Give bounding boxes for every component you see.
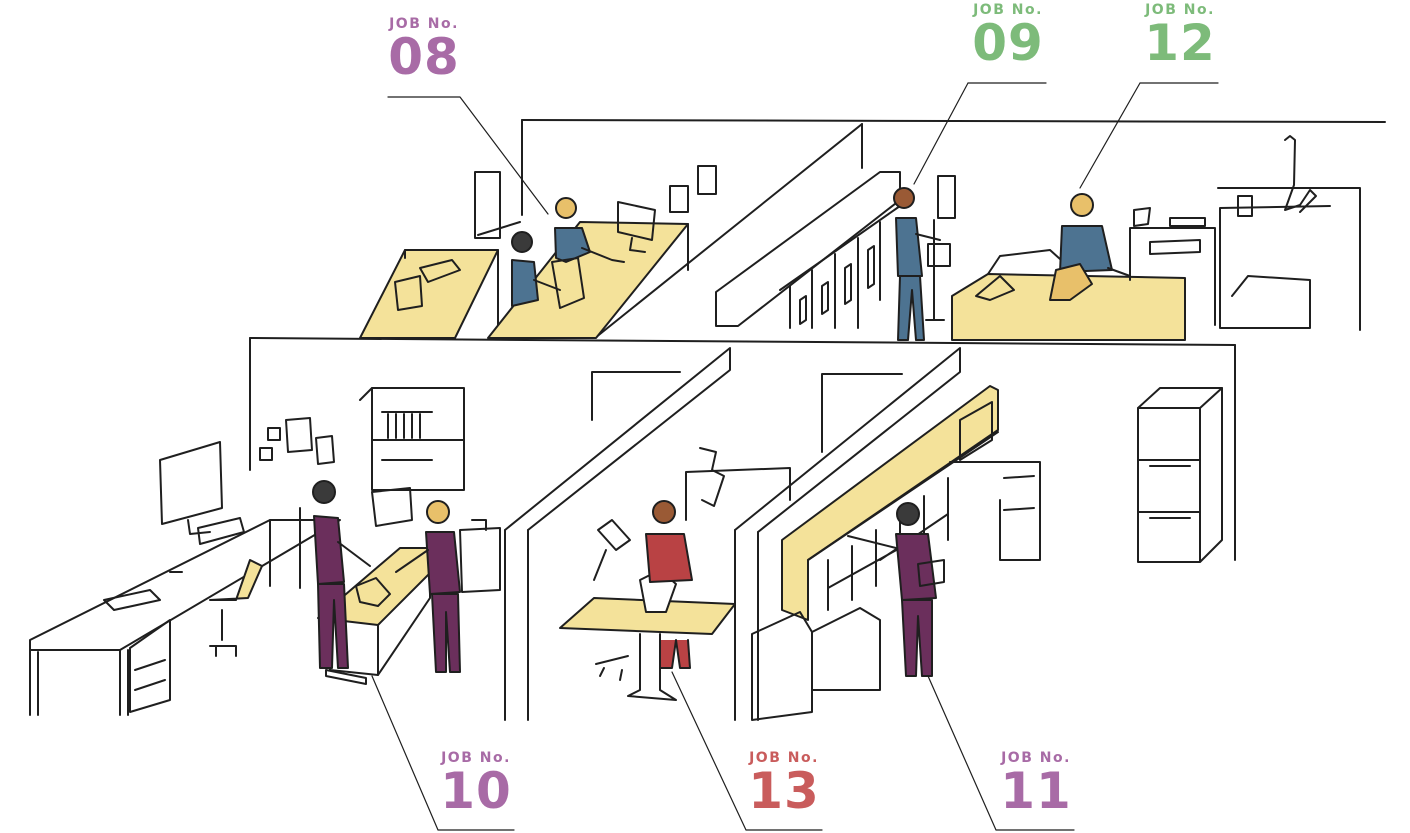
callout-job-11: JOB No. 11	[996, 750, 1076, 816]
callout-job-10: JOB No. 10	[436, 750, 516, 816]
callout-job-09-label: JOB No.	[973, 2, 1043, 18]
surgeon	[645, 500, 693, 669]
vet-staff-10b	[395, 500, 461, 673]
treatment-table	[951, 135, 1331, 341]
callout-leaders	[371, 82, 1219, 831]
callout-job-13: JOB No. 13	[744, 750, 824, 816]
bookshelf	[359, 387, 465, 491]
leader-11	[927, 675, 1075, 831]
file-cabinet	[1137, 387, 1223, 563]
office-desk	[29, 417, 341, 716]
callout-job-08-label: JOB No.	[389, 16, 459, 32]
callout-job-09-number: 09	[972, 14, 1044, 72]
upper-walls	[249, 119, 1386, 561]
treatment-staff	[1049, 193, 1131, 301]
callout-job-11-number: 11	[1000, 762, 1072, 820]
leader-08	[387, 96, 549, 215]
supply-shelf	[751, 385, 1041, 721]
callout-job-09: JOB No. 09	[968, 2, 1048, 68]
callout-job-10-number: 10	[440, 762, 512, 820]
supply-staff	[847, 502, 945, 677]
callout-job-12-label: JOB No.	[1145, 2, 1215, 18]
exam-table-10	[317, 487, 501, 685]
leader-12	[1079, 82, 1219, 189]
leader-09	[913, 82, 1047, 185]
vet-staff-10a	[312, 480, 371, 669]
receptionist-staff-2	[511, 231, 585, 309]
leader-13	[671, 671, 823, 831]
callout-job-08-number: 08	[388, 28, 460, 86]
callout-job-08: JOB No. 08	[384, 16, 464, 82]
callout-job-13-label: JOB No.	[749, 750, 819, 766]
leader-10	[371, 675, 515, 831]
callout-job-13-number: 13	[748, 762, 820, 820]
pharmacist	[893, 187, 941, 341]
callout-job-12: JOB No. 12	[1140, 2, 1220, 68]
lower-partitions	[504, 347, 961, 721]
reception-desk	[359, 165, 717, 339]
callout-job-11-label: JOB No.	[1001, 750, 1071, 766]
callout-job-12-number: 12	[1144, 14, 1216, 72]
callout-job-10-label: JOB No.	[441, 750, 511, 766]
